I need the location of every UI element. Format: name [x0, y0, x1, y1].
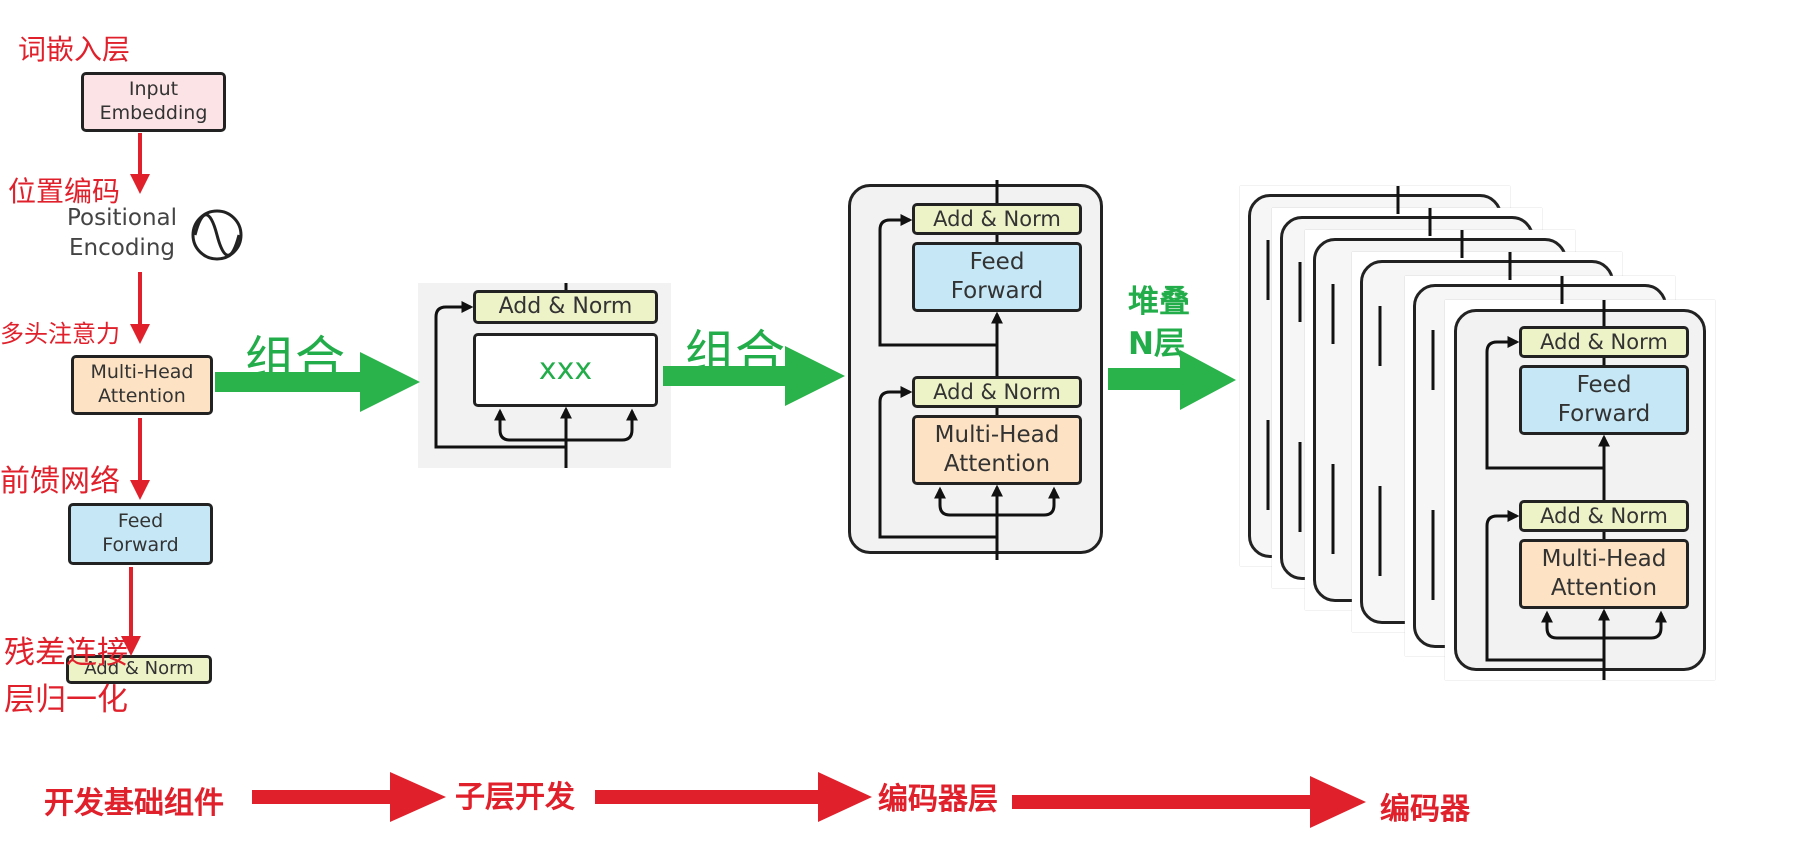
encoder-add-norm-bottom: Add & Norm — [912, 376, 1082, 408]
positional-encoding-label: 位置编码 — [8, 175, 121, 208]
sublayer-placeholder-box: xxx — [473, 333, 658, 407]
green-arrow-3 — [1108, 350, 1236, 410]
positional-encoding-text: Positional Encoding — [66, 205, 178, 261]
stack-add-norm-bottom: Add & Norm — [1519, 500, 1689, 532]
layer-norm-label: 层归一化 — [4, 682, 128, 718]
encoder-add-norm-top: Add & Norm — [912, 203, 1082, 235]
stack-arrow-label: 堆叠 N层 — [1128, 284, 1190, 362]
stack-sheet-front — [1445, 300, 1715, 680]
attention-label: 多头注意力 — [0, 320, 120, 348]
embedding-label: 词嵌入层 — [18, 33, 131, 66]
pipeline-step-2: 子层开发 — [455, 780, 575, 815]
add-norm-box: Add & Norm — [66, 655, 212, 684]
encoder-feed-forward-box: Feed Forward — [912, 242, 1082, 312]
encoder-attention-box: Multi-Head Attention — [912, 415, 1082, 485]
pipeline-step-4: 编码器 — [1380, 792, 1470, 827]
input-embedding-box: Input Embedding — [81, 72, 226, 132]
pipeline-step-1: 开发基础组件 — [44, 786, 224, 821]
stack-feed-forward-box: Feed Forward — [1519, 365, 1689, 435]
stack-attention-box: Multi-Head Attention — [1519, 539, 1689, 609]
multi-head-attention-box: Multi-Head Attention — [71, 355, 213, 415]
pipeline-step-3: 编码器层 — [878, 782, 998, 817]
feed-forward-label: 前馈网络 — [0, 464, 120, 499]
green-arrow-2 — [663, 346, 845, 406]
feed-forward-box: Feed Forward — [68, 503, 213, 565]
green-arrow-1 — [215, 352, 420, 412]
sublayer-add-norm-box: Add & Norm — [473, 290, 658, 324]
residual-connection-label: 残差连接 — [4, 635, 128, 671]
stack-add-norm-top: Add & Norm — [1519, 326, 1689, 358]
